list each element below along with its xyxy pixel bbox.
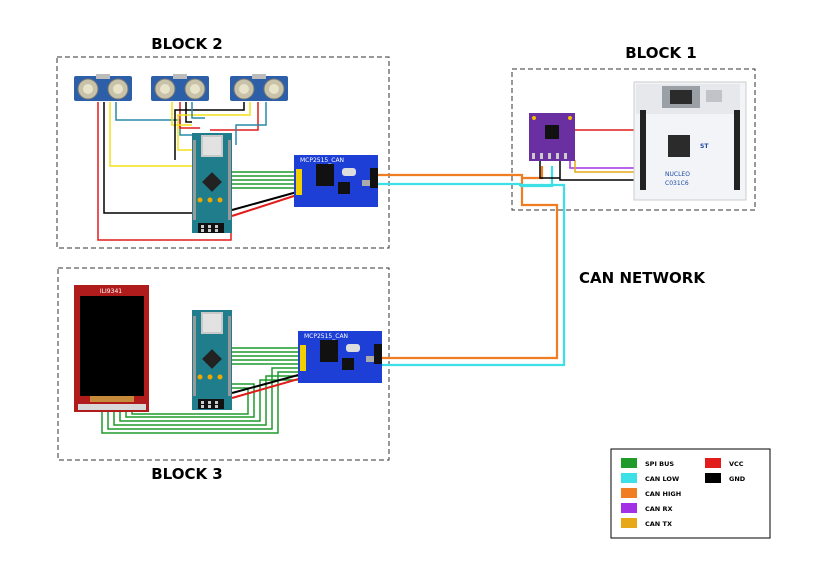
legend-swatch-gnd (705, 473, 721, 483)
block2-vcc-wire (231, 194, 298, 217)
legend: SPI BUS CAN LOW CAN HIGH CAN RX CAN TX VCC GND (610, 448, 771, 539)
legend-swatch-vcc (705, 458, 721, 468)
display-label: ILI9341 (100, 288, 122, 295)
nucleo-label-line1: NUCLEO (665, 171, 690, 178)
nucleo-board: ST NUCLEO C031C6 (633, 81, 747, 201)
block1-title: BLOCK 1 (625, 44, 697, 62)
legend-label-gnd: GND (729, 475, 746, 483)
ili9341-display: ILI9341 (74, 285, 149, 412)
can-module-block3: MCP2515_CAN (298, 331, 382, 383)
can-network-title: CAN NETWORK (579, 269, 706, 287)
block2-gnd-wire (231, 191, 298, 211)
block1-frame (511, 68, 756, 211)
legend-swatch-can-tx (621, 518, 637, 528)
can-module-block2: MCP2515_CAN (294, 155, 378, 207)
ultrasonic-sensor-3 (230, 74, 288, 101)
legend-label-can-high: CAN HIGH (645, 490, 681, 498)
block3-gnd-wire (231, 373, 303, 394)
legend-label-can-low: CAN LOW (645, 475, 679, 483)
can-bus-wires (376, 166, 566, 367)
legend-swatch-can-low (621, 473, 637, 483)
ultrasonic-sensor-2 (151, 74, 209, 101)
legend-label-spi-bus: SPI BUS (645, 460, 674, 468)
block2-title: BLOCK 2 (151, 35, 223, 53)
block2-sensor-wires (97, 102, 267, 241)
can-transceiver (529, 113, 575, 161)
block3-spi-wires (101, 347, 302, 434)
arduino-nano-block2 (192, 133, 232, 233)
nucleo-brand-label: ST (700, 143, 709, 150)
can-module-block3-label: MCP2515_CAN (304, 333, 348, 340)
nucleo-label-line2: C031C6 (665, 180, 689, 187)
legend-label-can-rx: CAN RX (645, 505, 673, 513)
block2-frame (56, 56, 390, 249)
can-module-block2-label: MCP2515_CAN (300, 157, 344, 164)
legend-swatch-can-rx (621, 503, 637, 513)
block3-title: BLOCK 3 (151, 465, 223, 483)
legend-swatch-spi-bus (621, 458, 637, 468)
block3-vcc-wire (231, 377, 303, 399)
legend-label-vcc: VCC (729, 460, 744, 468)
legend-swatch-can-high (621, 488, 637, 498)
legend-label-can-tx: CAN TX (645, 520, 672, 528)
ultrasonic-sensor-1 (74, 74, 132, 101)
arduino-nano-block3 (192, 310, 232, 410)
block2-spi-wires (232, 171, 297, 189)
